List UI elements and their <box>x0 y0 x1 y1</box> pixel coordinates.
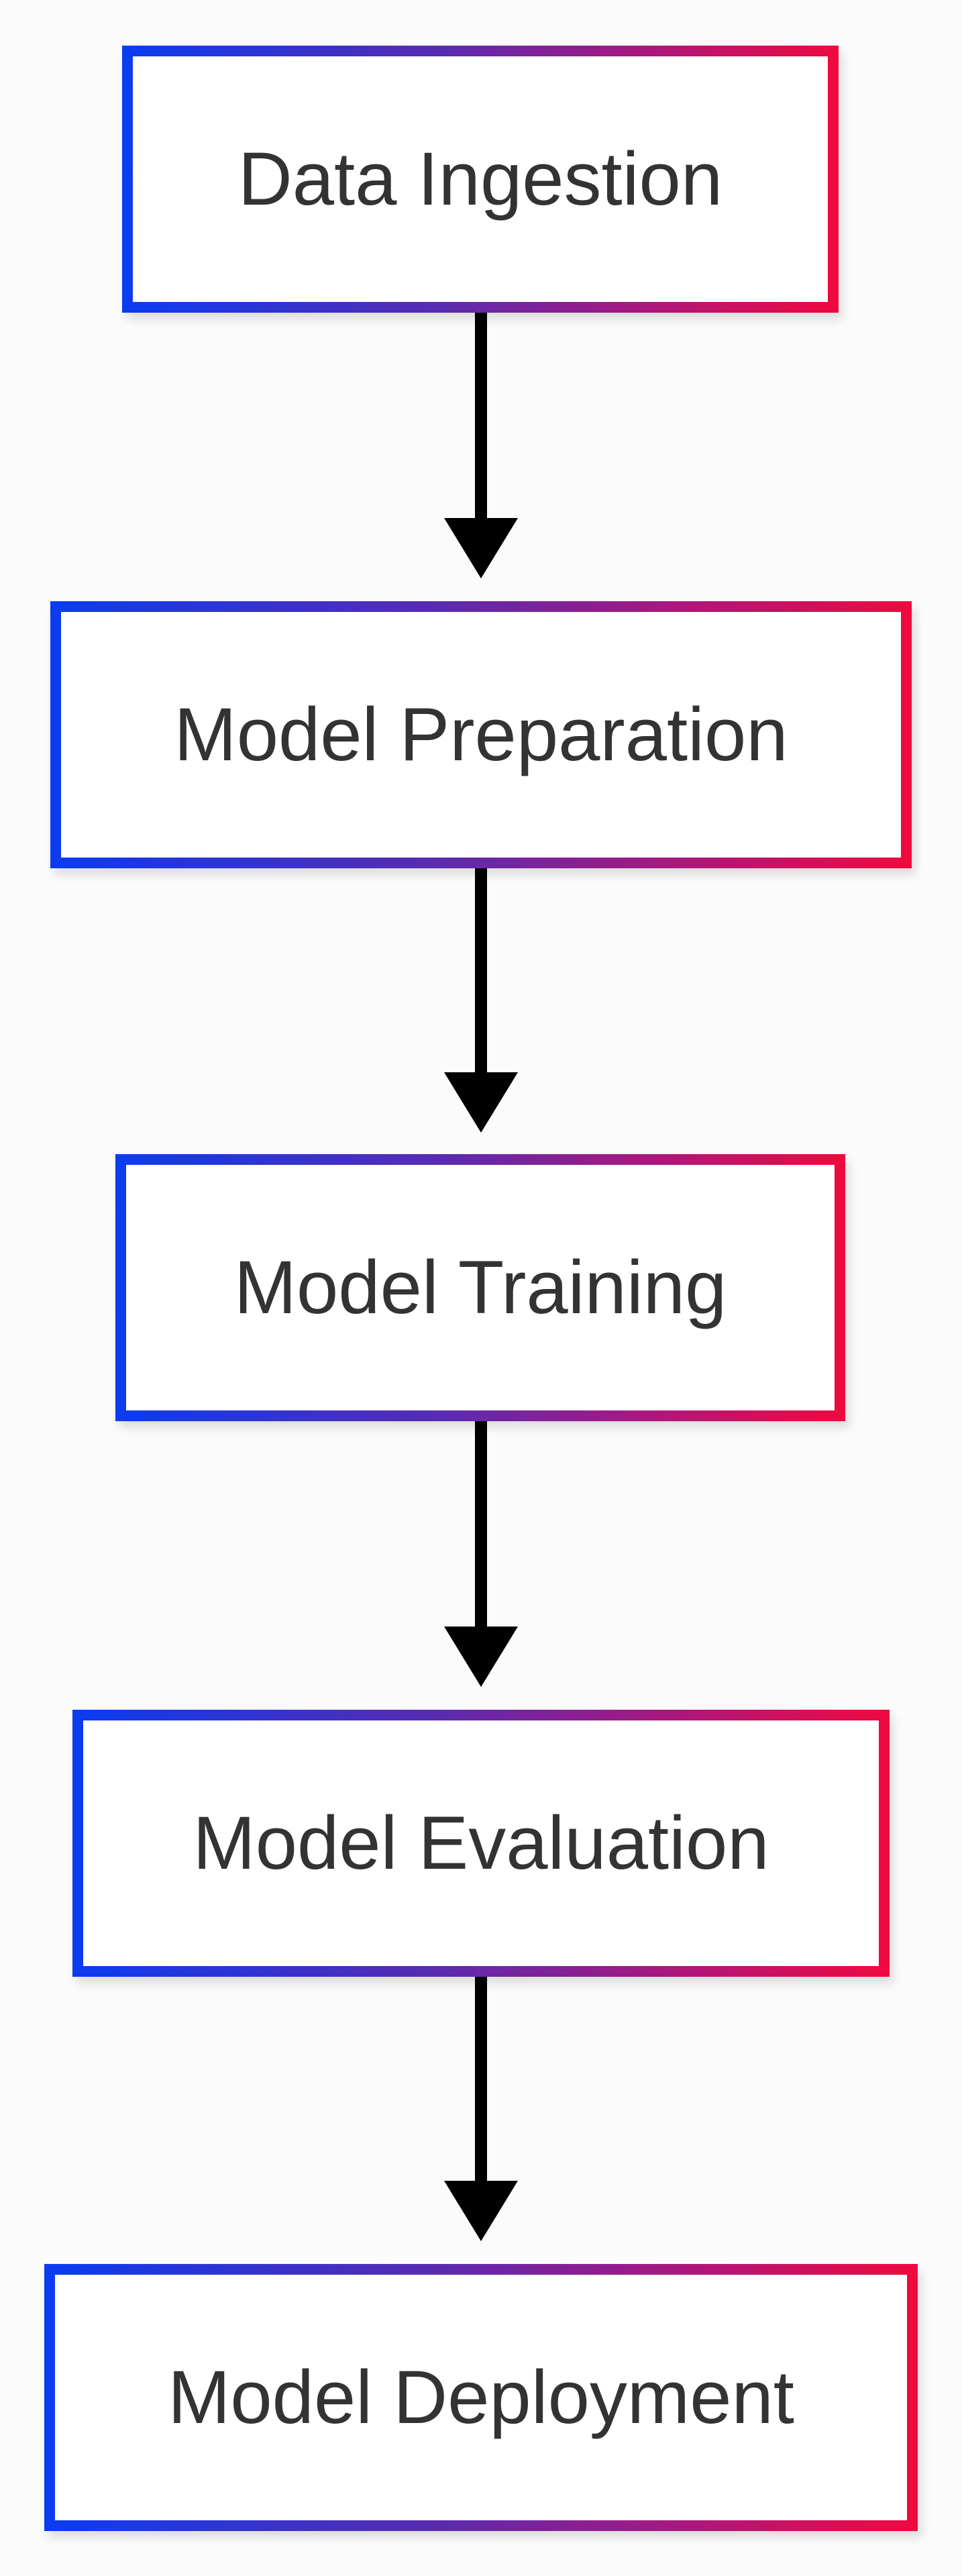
arrowhead-icon <box>444 1072 518 1133</box>
arrowhead-icon <box>444 2181 518 2241</box>
node-data-ingestion: Data Ingestion <box>122 46 839 313</box>
edge-n2-n3 <box>444 868 518 1133</box>
arrowhead-icon <box>444 1627 518 1687</box>
node-label: Data Ingestion <box>237 137 723 221</box>
edge-n4-n5 <box>444 1977 518 2241</box>
node-model-evaluation: Model Evaluation <box>72 1710 890 1977</box>
node-model-preparation: Model Preparation <box>50 601 912 868</box>
edge-n1-n2 <box>444 313 518 578</box>
node-model-training: Model Training <box>115 1154 845 1421</box>
arrowhead-icon <box>444 518 518 578</box>
edge-n3-n4 <box>444 1421 518 1687</box>
node-label: Model Evaluation <box>193 1801 769 1885</box>
node-label: Model Preparation <box>174 692 788 776</box>
node-label: Model Deployment <box>168 2355 794 2439</box>
node-model-deployment: Model Deployment <box>44 2264 918 2531</box>
node-label: Model Training <box>233 1245 727 1329</box>
